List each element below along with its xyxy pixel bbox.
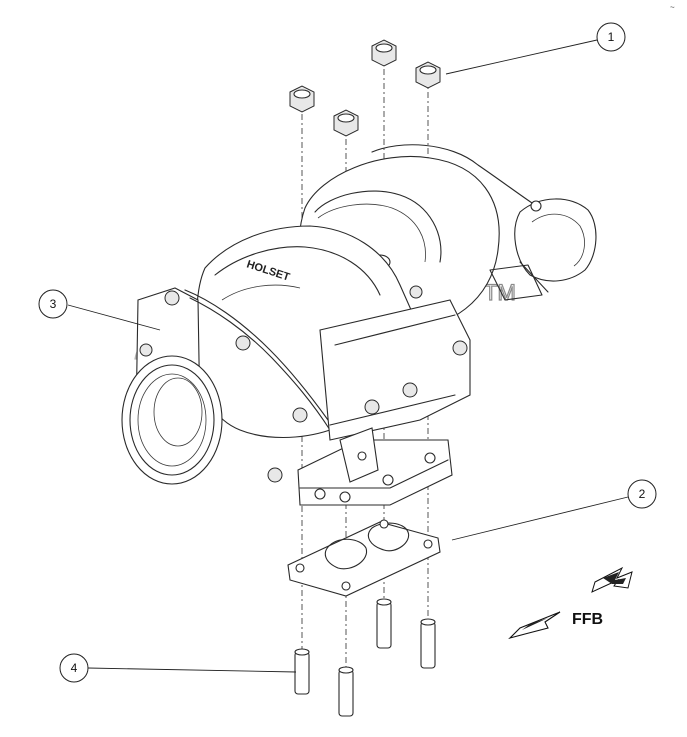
callout-4-label: 4 — [71, 661, 78, 675]
leader-lines — [67, 39, 629, 673]
stud — [294, 648, 310, 695]
corner-mark: ~ — [670, 3, 675, 12]
callout-1-label: 1 — [608, 30, 615, 44]
nut — [415, 61, 441, 89]
turbine-inlet — [121, 355, 223, 485]
direction-indicator: FFB — [508, 566, 633, 640]
nut — [333, 109, 359, 137]
gasket — [287, 519, 441, 597]
callout-3: 3 — [38, 289, 68, 319]
bearing-housing — [319, 299, 471, 441]
stud — [376, 598, 392, 649]
callout-1: 1 — [596, 22, 626, 52]
nut — [289, 85, 315, 113]
stud — [420, 618, 436, 669]
studs — [294, 598, 436, 717]
callout-2-label: 2 — [639, 487, 646, 501]
nuts — [289, 39, 441, 137]
nut — [371, 39, 397, 67]
backward-arrow-icon — [508, 611, 561, 640]
callout-4: 4 — [59, 653, 89, 683]
direction-label: FFB — [572, 611, 603, 628]
callout-2: 2 — [627, 479, 657, 509]
watermark-trademark: TM — [484, 280, 516, 305]
turbocharger-assembly: HOLSET — [121, 144, 597, 506]
callout-3-label: 3 — [50, 297, 57, 311]
forward-arrow-fill — [603, 572, 626, 584]
housing-bolts — [139, 285, 468, 483]
stud — [338, 666, 354, 717]
